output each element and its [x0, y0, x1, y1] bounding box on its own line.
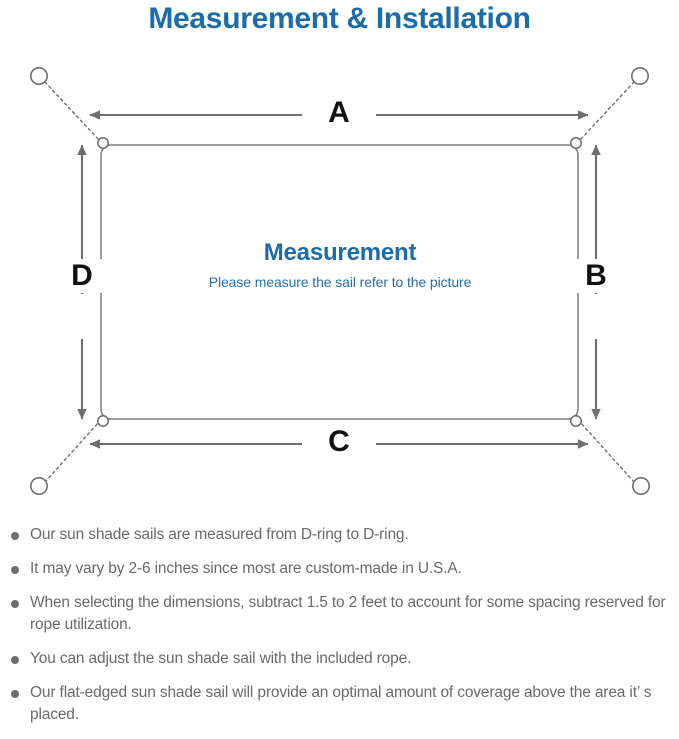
dimension-label-d: D — [62, 259, 102, 293]
list-item-text: When selecting the dimensions, subtract … — [30, 594, 666, 633]
list-item: It may vary by 2-6 inches since most are… — [0, 558, 679, 580]
anchor-point-top-right — [630, 66, 649, 85]
anchor-point-top-left — [29, 66, 48, 85]
sail-body — [100, 144, 579, 420]
notes-list: Our sun shade sails are measured from D-… — [0, 524, 679, 738]
rope-lines — [44, 81, 635, 483]
list-item: When selecting the dimensions, subtract … — [0, 592, 679, 636]
d-ring-top-left — [97, 137, 109, 149]
list-item-text: You can adjust the sun shade sail with t… — [30, 650, 412, 667]
shade-sail-diagram — [0, 44, 679, 514]
bullet-icon — [11, 532, 19, 540]
rope-top-left — [44, 81, 100, 141]
list-item-text: Our flat-edged sun shade sail will provi… — [30, 684, 652, 723]
bullet-icon — [11, 566, 19, 574]
bullet-icon — [11, 656, 19, 664]
anchor-points — [29, 66, 650, 495]
dimension-label-a: A — [308, 96, 370, 130]
list-item: You can adjust the sun shade sail with t… — [0, 648, 679, 670]
dimension-label-b: B — [576, 259, 616, 293]
anchor-point-bottom-right — [631, 476, 650, 495]
bullet-icon — [11, 690, 19, 698]
d-rings — [97, 137, 582, 427]
rope-bottom-left — [44, 421, 100, 483]
d-ring-top-right — [570, 137, 582, 149]
rope-bottom-right — [579, 421, 635, 483]
rope-top-right — [579, 81, 635, 141]
d-ring-bottom-left — [97, 415, 109, 427]
d-ring-bottom-right — [570, 415, 582, 427]
list-item-text: It may vary by 2-6 inches since most are… — [30, 560, 462, 577]
anchor-point-bottom-left — [29, 476, 48, 495]
list-item-text: Our sun shade sails are measured from D-… — [30, 526, 409, 543]
list-item: Our flat-edged sun shade sail will provi… — [0, 682, 679, 726]
page-title: Measurement & Installation — [148, 2, 531, 35]
bullet-icon — [11, 600, 19, 608]
list-item: Our sun shade sails are measured from D-… — [0, 524, 679, 546]
dimension-label-c: C — [308, 425, 370, 459]
